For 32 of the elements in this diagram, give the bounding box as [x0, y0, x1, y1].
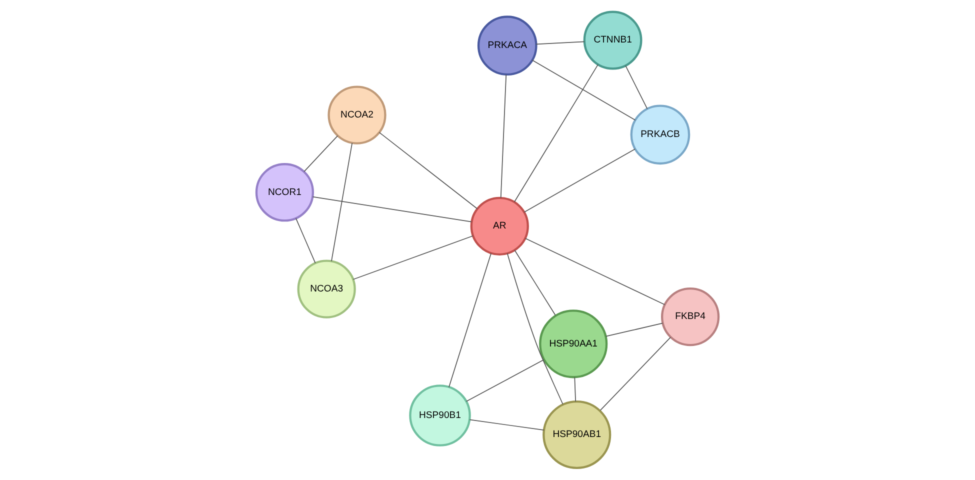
connector: [296, 218, 316, 264]
connector: [600, 336, 671, 411]
connector: [532, 60, 636, 121]
node-circle: NCOA3: [297, 260, 356, 318]
connector: [574, 376, 576, 402]
connector: [514, 64, 598, 202]
node-circle: AR: [470, 196, 529, 256]
connector: [466, 359, 544, 402]
node-circle: HSP90AA1: [539, 310, 608, 378]
connector: [500, 74, 507, 198]
node-circle: FKBP4: [660, 288, 720, 346]
node-circle: HSP90AB1: [542, 400, 612, 469]
connector: [524, 238, 666, 306]
connector: [506, 252, 564, 405]
connector: [606, 322, 664, 337]
node-circle: PRKACA: [477, 16, 538, 76]
node-circle: NCOR1: [255, 163, 314, 222]
node-circle: PRKACB: [630, 104, 690, 165]
node-circle: HSP90B1: [409, 384, 471, 446]
connector: [331, 142, 353, 262]
connector: [536, 41, 585, 45]
connector: [304, 135, 338, 172]
connector: [625, 65, 648, 110]
node-circle: NCOA2: [328, 86, 386, 144]
node-circle: CTNNB1: [583, 10, 642, 70]
connector: [448, 252, 492, 388]
connector: [352, 235, 474, 280]
connector: [524, 148, 636, 213]
connector: [378, 132, 478, 210]
connector: [469, 419, 544, 431]
connector: [514, 250, 556, 316]
connector: [312, 196, 472, 222]
